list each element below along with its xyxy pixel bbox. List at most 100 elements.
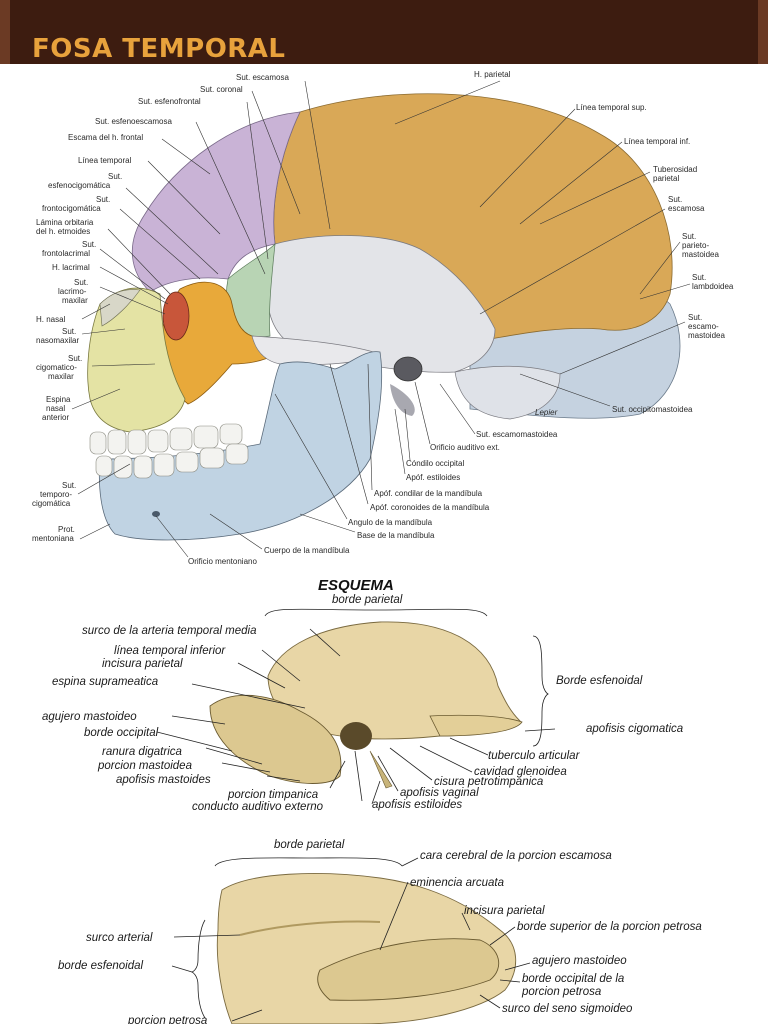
mental-foramen (152, 511, 160, 517)
diagram-label: escamosa (668, 204, 705, 213)
diagram-label: Sut. (82, 240, 96, 249)
mandible (98, 351, 383, 541)
diagram-label: Sut. coronal (200, 85, 243, 94)
diagram-label: lambdoidea (692, 282, 734, 291)
diagram-label: Sut. (68, 354, 82, 363)
diagram-label: cisura petrotimpanica (434, 776, 543, 788)
diagram-label: Sut. esfenofrontal (138, 97, 201, 106)
diagram-label: Sut. escamomastoidea (476, 430, 558, 439)
diagram-label: parieto- (682, 241, 709, 250)
diagram-label: Lámina orbitaria (36, 218, 94, 227)
diagram-label: borde occipital de la (522, 973, 624, 985)
diagram-label: surco arterial (86, 932, 153, 944)
diagram-label: cigomática (32, 499, 71, 508)
esquema-heading: ESQUEMA (318, 577, 394, 594)
diagram-label: Apóf. estiloides (406, 473, 460, 482)
diagram-label: escamo- (688, 322, 719, 331)
diagram-label: Sut. (62, 481, 76, 490)
arterial-groove-sketch (239, 920, 381, 936)
internal-leader-lines (171, 857, 531, 1022)
diagram-label: Sut. (688, 313, 702, 322)
diagram-label: Sut. occipitomastoidea (612, 405, 693, 414)
esquema-leader-lines (156, 628, 556, 805)
diagram-label: borde esfenoidal (58, 960, 143, 972)
diagram-label: apofisis vaginal (400, 787, 479, 799)
diagram-label: borde superior de la porcion petrosa (517, 921, 702, 933)
diagram-label: agujero mastoideo (532, 955, 627, 967)
esquema-labels-right: Borde esfenoidal apofisis cigomatica tub… (372, 675, 683, 811)
diagram-label: Orificio auditivo ext. (430, 443, 500, 452)
diagram-label: del h. etmoides (36, 227, 90, 236)
diagram-label: H. parietal (474, 70, 511, 79)
diagram-label: Sut. (62, 327, 76, 336)
diagram-label: Sut. (692, 273, 706, 282)
slide-header: FOSA TEMPORAL (0, 0, 768, 64)
diagram-label: Sut. escamosa (236, 73, 289, 82)
diagram-label: Línea temporal inf. (624, 137, 690, 146)
diagram-label: Sut. (74, 278, 88, 287)
diagram-label: anterior (42, 413, 69, 422)
diagram-label: Sut. (108, 172, 122, 181)
diagram-label: nasomaxilar (36, 336, 79, 345)
diagram-label: agujero mastoideo (42, 711, 137, 723)
mastoid-process (390, 384, 415, 416)
diagram-label: porcion timpanica (227, 789, 318, 801)
parietal-brace (264, 608, 488, 617)
diagram-label: H. lacrimal (52, 263, 90, 272)
diagram-label: maxilar (62, 296, 88, 305)
header-accent-right (758, 0, 768, 64)
diagram-label: incisura parietal (464, 905, 545, 917)
diagram-label: Apóf. coronoides de la mandíbula (370, 503, 490, 512)
zygomatic-process-sketch (429, 714, 523, 737)
internal-parietal-brace (214, 857, 403, 867)
skull-lateral-illustration: Sut. escamosa Sut. coronal Sut. esfenofr… (0, 64, 768, 576)
esquema-temporal-external: ESQUEMA borde parietal surco de la arter… (0, 576, 768, 826)
diagram-label: maxilar (48, 372, 74, 381)
petrous-part-sketch (317, 938, 500, 1001)
diagram-label: parietal (653, 174, 679, 183)
upper-teeth (89, 423, 243, 455)
diagram-label: mastoidea (682, 250, 719, 259)
diagram-label: Sut. (96, 195, 110, 204)
diagram-label: Prot. (58, 525, 75, 534)
diagram-label: borde occipital (84, 727, 159, 739)
lower-teeth (95, 443, 249, 479)
diagram-label: Espina (46, 395, 71, 404)
internal-svg: borde parietal surco arterial borde esfe… (58, 839, 702, 1024)
diagram-label: Sut. (668, 195, 682, 204)
orbit-lacrimal (162, 291, 190, 341)
diagram-label: conducto auditivo externo (192, 801, 324, 813)
diagram-label: Cóndilo occipital (406, 459, 464, 468)
slide-title: FOSA TEMPORAL (32, 34, 286, 64)
illustrator-signature: Lepier (535, 408, 558, 417)
diagram-label: mastoidea (688, 331, 725, 340)
diagram-label: Sut. esfenoescamosa (95, 117, 172, 126)
diagram-label: mentoniana (32, 534, 74, 543)
diagram-label: Orificio mentoniano (188, 557, 257, 566)
diagram-label: línea temporal inferior (114, 645, 226, 657)
skull-lateral-svg: Sut. escamosa Sut. coronal Sut. esfenofr… (32, 70, 734, 566)
skull-labels-right: H. parietal Línea temporal sup. Línea te… (474, 70, 734, 414)
diagram-label: tuberculo articular (488, 750, 581, 762)
diagram-label: Línea temporal sup. (576, 103, 647, 112)
diagram-label: surco del seno sigmoideo (502, 1003, 633, 1015)
diagram-label: porcion petrosa (521, 986, 601, 998)
nasal-bone (99, 289, 141, 327)
sphenoid-border-brace (532, 635, 549, 747)
diagram-label: esfenocigomática (48, 181, 111, 190)
diagram-label: Escama del h. frontal (68, 133, 143, 142)
internal-top-label: borde parietal (274, 839, 345, 851)
header-accent-left (0, 0, 10, 64)
diagram-label: apofisis mastoides (116, 774, 211, 786)
frontal-bone (131, 111, 301, 293)
diagram-label: Cuerpo de la mandíbula (264, 546, 350, 555)
skull-leader-lines (71, 80, 691, 558)
external-auditory-meatus (393, 356, 423, 382)
diagram-label: apofisis cigomatica (586, 723, 683, 735)
temporal-internal-view: borde parietal surco arterial borde esfe… (0, 830, 768, 1024)
styloid-sketch (369, 750, 393, 789)
diagram-label: Apóf. condilar de la mandíbula (374, 489, 483, 498)
diagram-label: espina suprameatica (52, 676, 158, 688)
skull-labels-bottom: Sut. escamomastoidea Orificio auditivo e… (188, 408, 558, 566)
internal-labels-left: surco arterial borde esfenoidal porcion … (58, 932, 207, 1024)
